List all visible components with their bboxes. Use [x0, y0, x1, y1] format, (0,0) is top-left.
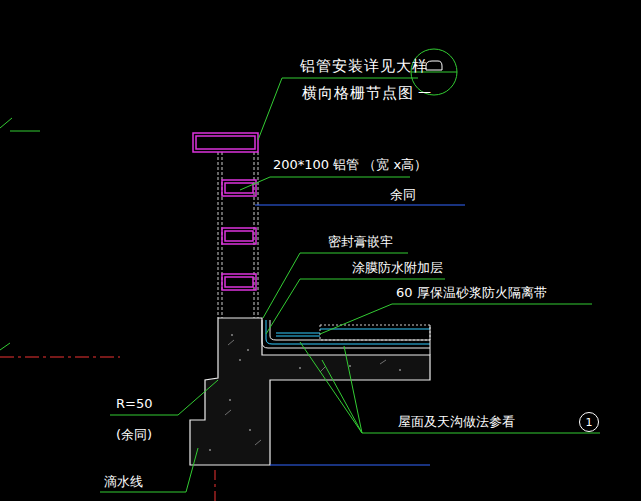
same-note: 余同	[390, 187, 416, 203]
detail-title: 横向格栅节点图	[302, 84, 414, 102]
sealant-note: 密封膏嵌牢	[328, 234, 393, 250]
insulation-note: 60 厚保温砂浆防火隔离带	[396, 285, 547, 301]
roof-reference-note: 屋面及天沟做法参看	[398, 414, 515, 430]
detail-reference-note: 铝管安装详见大样	[300, 57, 428, 75]
callout-text: 1	[586, 416, 593, 429]
tube-size-note: 200*100 铝管 （宽 x高）	[273, 157, 427, 173]
membrane-note: 涂膜防水附加层	[352, 260, 443, 276]
drip-line-note: 滴水线	[104, 474, 143, 490]
radius-dimension: R=50	[116, 396, 152, 412]
sheet-mark: —	[418, 84, 431, 100]
same-note: (余同)	[116, 427, 152, 443]
callout-number: 1	[579, 412, 599, 432]
